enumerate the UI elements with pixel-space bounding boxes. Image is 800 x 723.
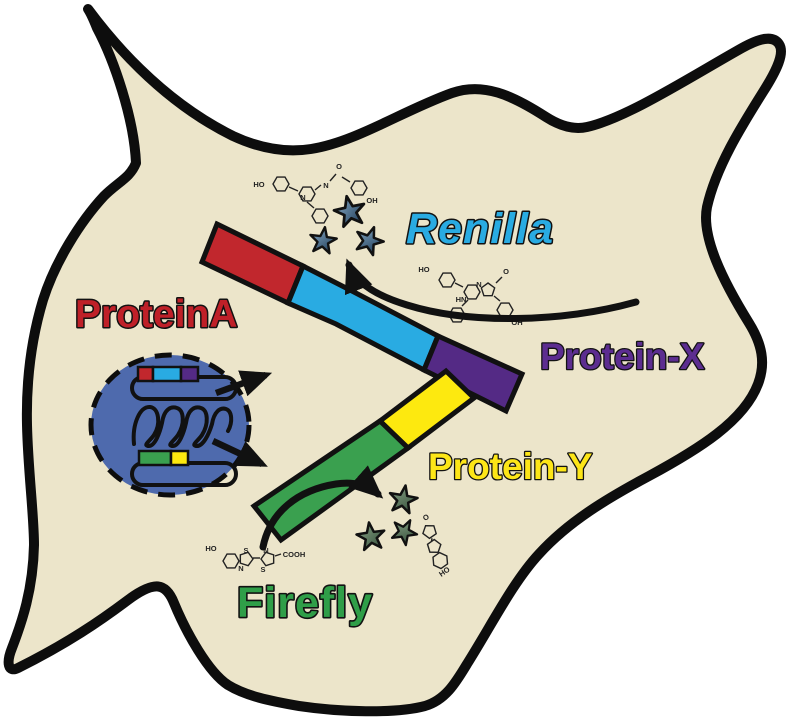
plasmid-renilla-construct	[130, 365, 238, 401]
firefly-reaction-arrow	[259, 465, 384, 551]
svg-text:OH: OH	[366, 196, 377, 205]
svg-text:O: O	[421, 512, 431, 523]
plasmid-insert-renilla	[151, 365, 183, 383]
svg-text:O: O	[336, 162, 342, 171]
svg-text:O: O	[503, 267, 509, 276]
svg-text:S: S	[243, 546, 248, 555]
protein-a-label: ProteinA	[75, 293, 238, 336]
plasmid-insert-firefly	[137, 449, 173, 467]
svg-text:N: N	[238, 564, 243, 573]
protein-x-domain	[420, 332, 526, 415]
svg-text:N: N	[300, 193, 305, 202]
cell-membrane	[3, 4, 786, 717]
svg-text:N: N	[263, 546, 268, 555]
svg-text:N: N	[476, 280, 481, 289]
svg-text:OH: OH	[511, 318, 522, 327]
luciferin-structure: HO S N N S COOH	[205, 544, 305, 574]
coelenterazine-structure: HO HN N O OH	[418, 265, 522, 327]
svg-text:HO: HO	[205, 544, 216, 553]
svg-text:S: S	[260, 565, 265, 574]
plasmid-insert-proteinA	[136, 365, 155, 383]
renilla-reaction-arrow	[344, 258, 640, 322]
firefly-luciferase-domain	[250, 417, 412, 544]
svg-text:COOH: COOH	[283, 550, 306, 559]
protein-y-label: Protein-Y	[428, 446, 593, 487]
plasmid-insert-proteinY	[169, 449, 190, 467]
firefly-fusion-protein-bar	[250, 367, 478, 544]
plasmid-insert-proteinX	[179, 365, 200, 383]
coelenteramide-structure: HO N N O OH	[253, 162, 378, 224]
expression-arrow-upper	[214, 370, 273, 397]
dna-squiggle	[131, 405, 234, 448]
plasmid-firefly-construct	[130, 449, 238, 487]
firefly-label: Firefly	[237, 579, 373, 627]
svg-text:HN: HN	[456, 295, 467, 304]
renilla-label: Renilla	[406, 205, 554, 253]
svg-text:HO: HO	[418, 265, 429, 274]
renilla-fusion-protein-bar	[198, 220, 526, 415]
svg-text:N: N	[323, 181, 328, 190]
protein-x-label: Protein-X	[540, 336, 705, 377]
expression-arrow-lower	[211, 438, 268, 467]
svg-text:HO: HO	[253, 180, 264, 189]
